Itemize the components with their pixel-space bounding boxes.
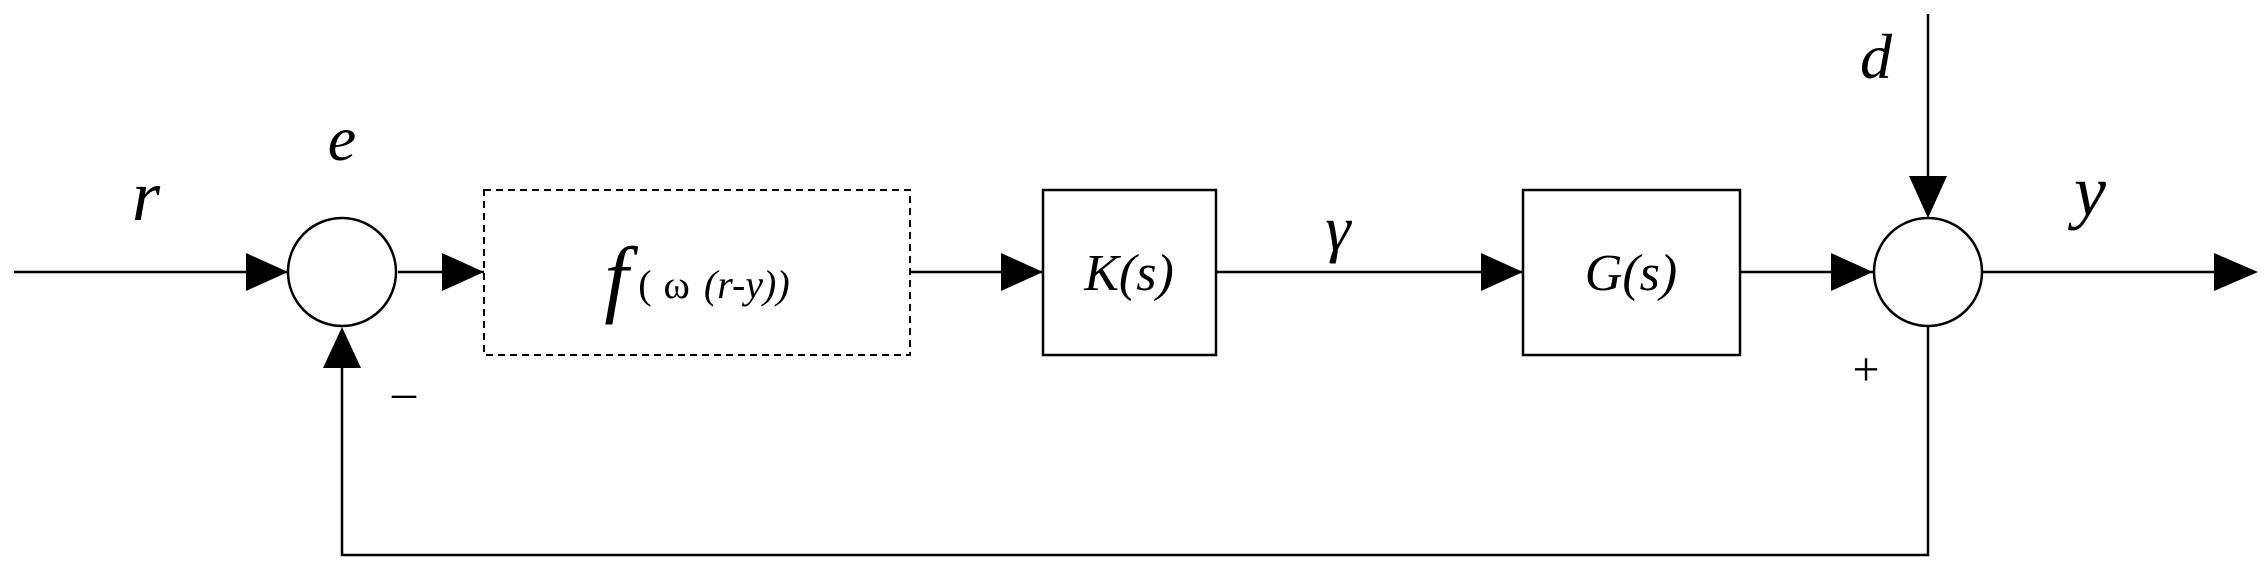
controller-block [1041, 188, 1218, 357]
sign-plus-output: + [1852, 343, 1879, 396]
sign-minus-feedback: – [391, 366, 417, 419]
signal-label-r: r [132, 156, 161, 236]
summing-junction-error [286, 216, 398, 328]
nonlinear-block [483, 189, 911, 356]
omega-symbol: ω [664, 262, 690, 307]
f-open-paren: ( [638, 262, 651, 307]
plant-block [1521, 188, 1742, 357]
summing-junction-output [1872, 216, 1984, 328]
arrowhead-into-summer2 [1831, 253, 1873, 291]
f-argument: (r-y)) [704, 262, 790, 307]
plant-label: G(s) [1585, 245, 1677, 302]
arrowhead-into-summer1 [246, 253, 288, 291]
arrowhead-into-g-block [1481, 253, 1523, 291]
signal-label-d: d [1860, 21, 1893, 92]
controller-label: K(s) [1083, 245, 1174, 302]
signal-label-e: e [328, 103, 356, 174]
arrowhead-into-k-block [1001, 253, 1043, 291]
arrowhead-output [2214, 253, 2258, 291]
arrowhead-feedback [323, 327, 361, 368]
feedback-wire [340, 327, 1930, 557]
arrowhead-disturbance [1909, 176, 1947, 218]
signal-label-gamma: γ [1325, 193, 1352, 264]
signal-label-y: y [2067, 151, 2106, 231]
arrowhead-into-f-block [442, 253, 484, 291]
